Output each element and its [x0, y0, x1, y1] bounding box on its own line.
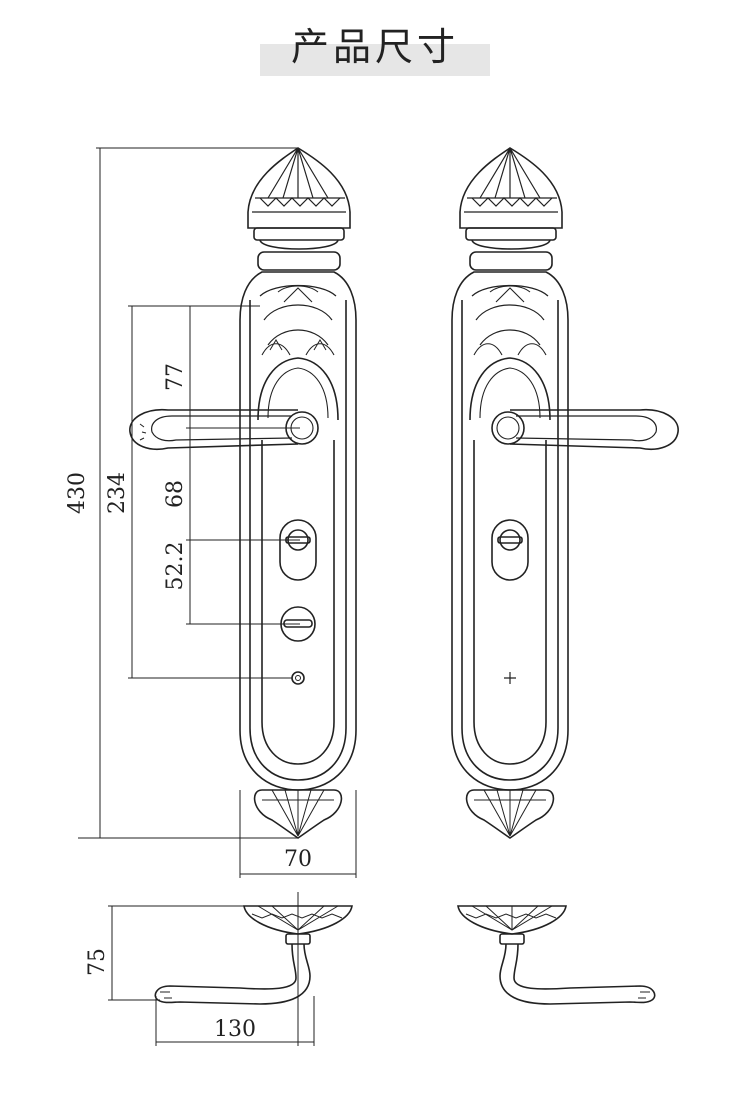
- dim-handle-length: 130: [214, 1017, 256, 1042]
- right-cross-mark: [504, 672, 516, 684]
- title-band: [260, 44, 490, 76]
- right-side-profile: [457, 905, 656, 1005]
- dim-cylinder-to-thumbturn: 52.2: [163, 542, 188, 591]
- right-top-finial: [459, 147, 563, 271]
- left-cylinder: [279, 519, 317, 581]
- right-backplate: [451, 271, 569, 791]
- dim-projection: 75: [85, 948, 110, 976]
- dim-rose-to-handle: 77: [163, 363, 188, 391]
- dim-plate-width: 70: [284, 847, 312, 872]
- left-lock-front-view: [129, 147, 357, 839]
- dim-handle-to-hole: 234: [105, 472, 130, 514]
- left-backplate: [239, 271, 357, 791]
- left-lever-handle: [129, 408, 319, 450]
- dim-total-height: 430: [65, 472, 90, 514]
- dim-handle-to-cylinder: 68: [163, 480, 188, 508]
- left-emergency-hole: [291, 671, 305, 685]
- right-lock-front-view: [451, 147, 679, 839]
- right-cylinder: [491, 519, 529, 581]
- dimension-lines: [78, 147, 357, 1046]
- left-top-finial: [247, 147, 351, 271]
- left-bottom-finial: [253, 789, 343, 839]
- right-bottom-finial: [465, 789, 555, 839]
- right-lever-handle: [491, 408, 679, 450]
- left-side-profile: [154, 905, 353, 1005]
- page-title: 产品尺寸: [290, 25, 459, 69]
